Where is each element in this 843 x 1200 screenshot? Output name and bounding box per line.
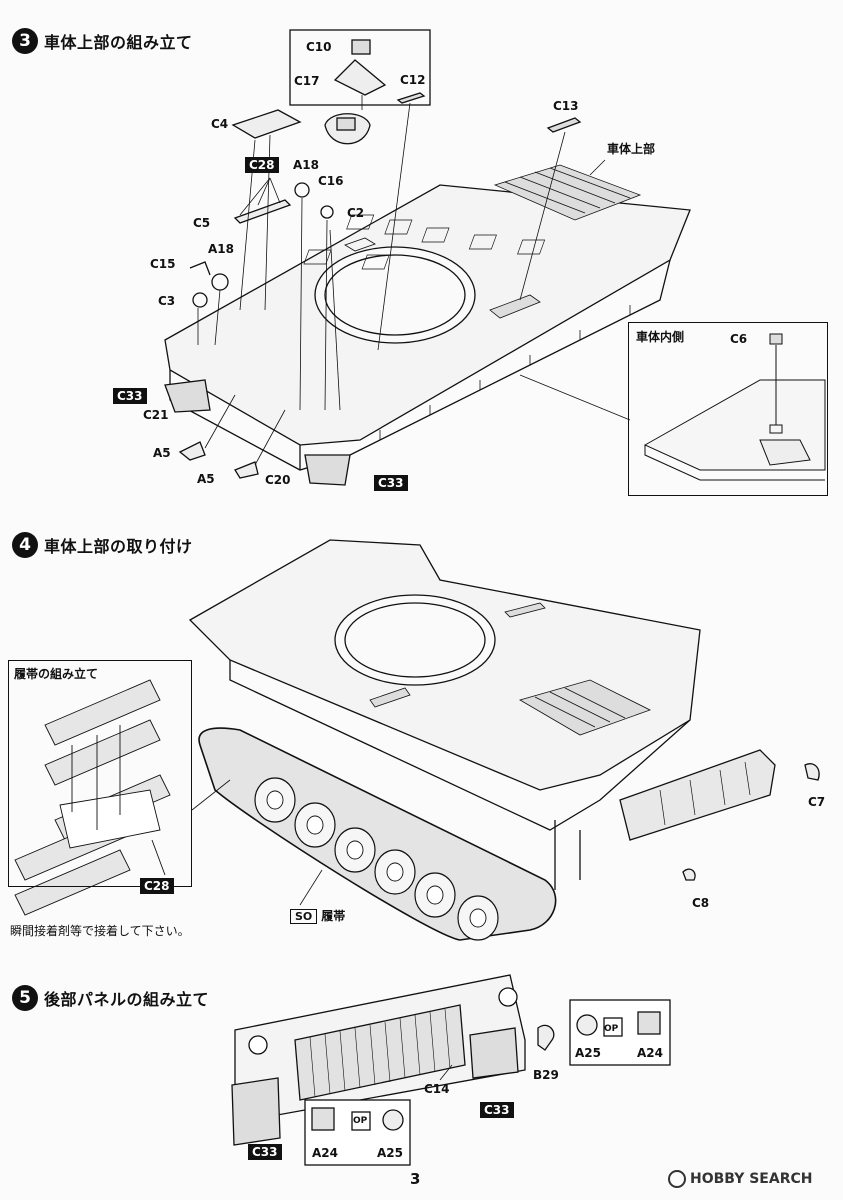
step4-track-drawing (191, 727, 557, 941)
step-5-title: 後部パネルの組み立て (44, 990, 210, 1009)
label-c7: C7 (808, 795, 826, 809)
label-c8: C8 (692, 896, 710, 910)
c10-c17-detail-box (289, 29, 431, 106)
label-c3: C3 (158, 294, 176, 308)
label-c28-track: C28 (140, 878, 174, 894)
page-number: 3 (410, 1170, 421, 1188)
track-text: 履帯 (321, 909, 346, 923)
label-a25-top: A25 (575, 1046, 601, 1060)
label-c12: C12 (400, 73, 426, 87)
label-c33-step5-right: C33 (480, 1102, 514, 1118)
track-links-drawing (14, 679, 171, 916)
track-assembly-inset (8, 660, 192, 887)
label-a18-top: A18 (293, 158, 319, 172)
step-5-number: 5 (12, 985, 38, 1011)
label-c20: C20 (265, 473, 291, 487)
label-a5-left: A5 (153, 446, 171, 460)
step3-upper-hull-drawing (164, 164, 691, 471)
label-c21: C21 (143, 408, 169, 422)
label-upper-hull: 車体上部 (607, 142, 656, 156)
label-c33-left: C33 (113, 388, 147, 404)
label-c15: C15 (150, 257, 176, 271)
label-a25-bottom: A25 (377, 1146, 403, 1160)
step-3-header: 3 車体上部の組み立て (12, 28, 193, 54)
label-c6: C6 (730, 332, 748, 346)
label-a24-bottom: A24 (312, 1146, 338, 1160)
step-5-header: 5 後部パネルの組み立て (12, 985, 209, 1011)
label-c28: C28 (245, 157, 279, 173)
step5-rear-panel-drawing (231, 974, 555, 1146)
step4-hull-drawing (188, 539, 820, 890)
label-c14: C14 (424, 1082, 450, 1096)
step-3-title: 車体上部の組み立て (44, 33, 193, 52)
track-inset-title: 履帯の組み立て (14, 667, 99, 681)
step-4-number: 4 (12, 532, 38, 558)
op-badge-bottom: OP (353, 1116, 368, 1126)
label-c4: C4 (211, 117, 229, 131)
label-c2: C2 (347, 206, 365, 220)
step-4-title: 車体上部の取り付け (44, 537, 193, 556)
label-c17: C17 (294, 74, 320, 88)
label-a18-left: A18 (208, 242, 234, 256)
label-c33-step5-left: C33 (248, 1144, 282, 1160)
label-c13: C13 (553, 99, 579, 113)
inner-side-inset (628, 322, 828, 496)
label-c10: C10 (306, 40, 332, 54)
glue-note: 瞬間接着剤等で接着して下さい。 (10, 924, 190, 938)
hobby-search-logo-icon (668, 1170, 686, 1188)
step-4-header: 4 車体上部の取り付け (12, 532, 193, 558)
track-code: SO (290, 909, 318, 924)
label-c33-right: C33 (374, 475, 408, 491)
watermark-text: HOBBY SEARCH (690, 1171, 813, 1187)
step-3-number: 3 (12, 28, 38, 54)
step3-inner-inset-drawing (643, 333, 826, 481)
label-a5-right: A5 (197, 472, 215, 486)
op-badge-top: OP (604, 1024, 619, 1034)
inset-inner-title: 車体内側 (636, 330, 685, 344)
label-a24-top: A24 (637, 1046, 663, 1060)
label-c5: C5 (193, 216, 211, 230)
label-c16: C16 (318, 174, 344, 188)
label-b29: B29 (533, 1068, 559, 1082)
watermark: HOBBY SEARCH (668, 1170, 812, 1188)
